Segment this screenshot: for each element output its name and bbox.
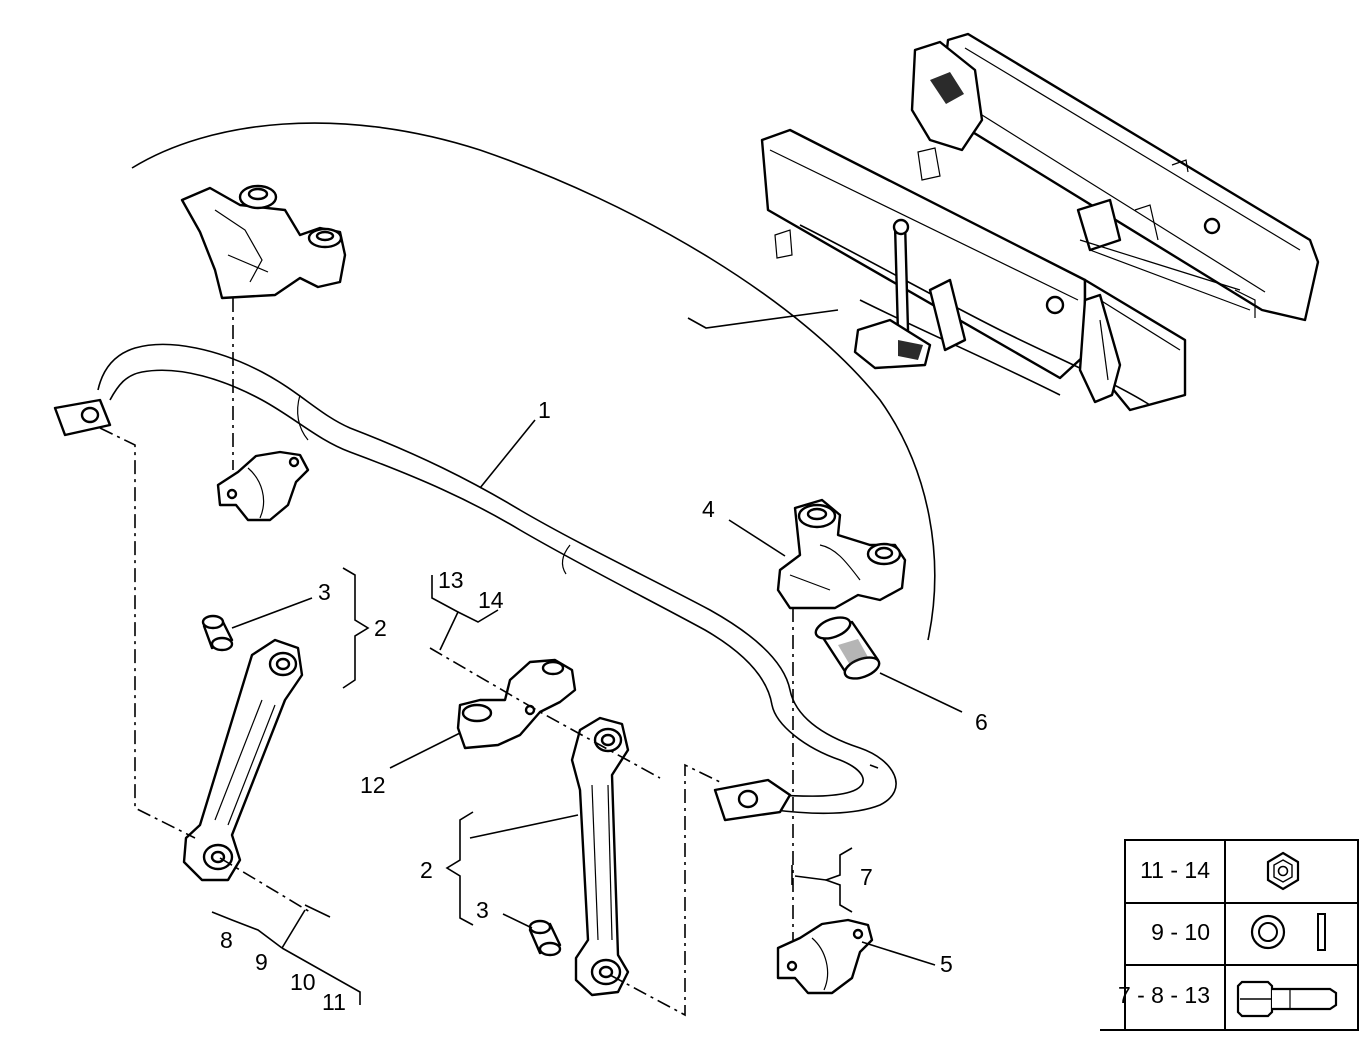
clamp-upper-left — [216, 450, 310, 522]
legend-row-1-label: 11 - 14 — [1140, 857, 1210, 883]
callout-5: 5 — [940, 951, 953, 977]
callout-2-left: 2 — [374, 615, 387, 641]
callout-1: 1 — [538, 397, 551, 423]
callout-11: 11 — [322, 989, 346, 1015]
callout-3-right: 3 — [476, 897, 489, 923]
bolt-icon — [1236, 980, 1338, 1018]
part-6-bush — [814, 616, 881, 680]
callout-labels: 1 2 3 4 6 13 14 12 2 3 7 5 8 9 10 11 — [220, 397, 988, 1015]
part-12-bracket — [456, 658, 577, 750]
washer-and-pin-icon — [1250, 913, 1326, 951]
callout-10: 10 — [290, 969, 316, 995]
part-3-bush-left — [201, 614, 234, 652]
callout-7: 7 — [860, 864, 873, 890]
callout-2-right: 2 — [420, 857, 433, 883]
frame-bracket-upper-left — [180, 184, 347, 300]
leader-lines — [211, 419, 963, 1005]
part-4-bracket — [776, 498, 907, 610]
callout-9: 9 — [255, 949, 268, 975]
part-2-link-right — [570, 716, 630, 997]
callout-13: 13 — [438, 567, 464, 593]
legend-row-2-label: 9 - 10 — [1151, 919, 1210, 945]
hex-nut-icon — [1266, 851, 1300, 891]
part-5-clamp — [776, 918, 874, 995]
callout-12: 12 — [360, 772, 386, 798]
assembly-lines — [99, 298, 794, 1017]
part-1-stabilizer-bar — [53, 343, 897, 822]
assembly-outline-curve — [131, 122, 936, 641]
callout-14: 14 — [478, 587, 504, 613]
fastener-legend: 11 - 14 9 - 10 7 - 8 - 13 — [1100, 839, 1359, 1031]
part-2-link-left — [182, 638, 304, 882]
callout-8: 8 — [220, 927, 233, 953]
callout-3-left: 3 — [318, 579, 331, 605]
vehicle-frame-inset — [760, 32, 1320, 412]
legend-row-3-label: 7 - 8 - 13 — [1118, 982, 1210, 1008]
callout-6: 6 — [975, 709, 988, 735]
callout-4: 4 — [702, 496, 715, 522]
part-3-bush-right — [528, 919, 562, 957]
